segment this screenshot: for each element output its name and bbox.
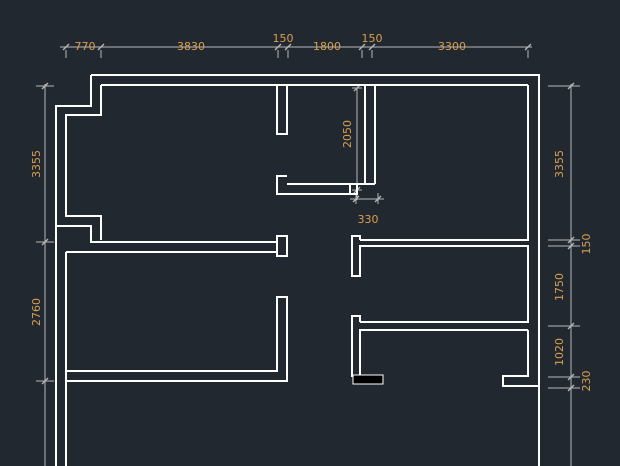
- dimension-lines: [36, 43, 580, 466]
- dim-right-230: 230: [580, 371, 593, 392]
- top-exterior-wall: [91, 74, 540, 466]
- bedroom-1-right-wall: [276, 85, 288, 135]
- dim-right-1020: 1020: [553, 338, 566, 366]
- dim-right-150: 150: [580, 234, 593, 255]
- middle-wall-left: [66, 235, 288, 257]
- right-wing-jamb-upper: [351, 235, 529, 323]
- right-wing-jamb-lower: [351, 315, 528, 377]
- dim-top-1800: 1800: [313, 40, 341, 53]
- dim-top-150-right: 150: [362, 32, 383, 45]
- dim-top-3300: 3300: [438, 40, 466, 53]
- dimension-labels: 770 3830 150 1800 150 3300 2050 330 3355…: [30, 32, 593, 392]
- dim-top-150-left: 150: [273, 32, 294, 45]
- dim-interior-2050: 2050: [341, 120, 354, 148]
- dim-interior-330: 330: [358, 213, 379, 226]
- upper-left-notch-inner: [65, 85, 102, 240]
- dim-left-3355: 3355: [30, 150, 43, 178]
- dim-top-770: 770: [75, 40, 96, 53]
- bathroom-door-frame: [349, 184, 358, 195]
- dim-top-3830: 3830: [177, 40, 205, 53]
- right-wing-lower-wall: [502, 330, 539, 387]
- fixture-block: [352, 374, 384, 385]
- bedroom-1-door-jamb: [276, 175, 287, 195]
- dim-right-3355: 3355: [553, 150, 566, 178]
- bedroom-2-right-wall: [66, 296, 288, 382]
- right-wing-upper-wall: [360, 85, 529, 241]
- walls: [55, 74, 540, 466]
- dim-right-1750: 1750: [553, 273, 566, 301]
- dim-left-2760: 2760: [30, 298, 43, 326]
